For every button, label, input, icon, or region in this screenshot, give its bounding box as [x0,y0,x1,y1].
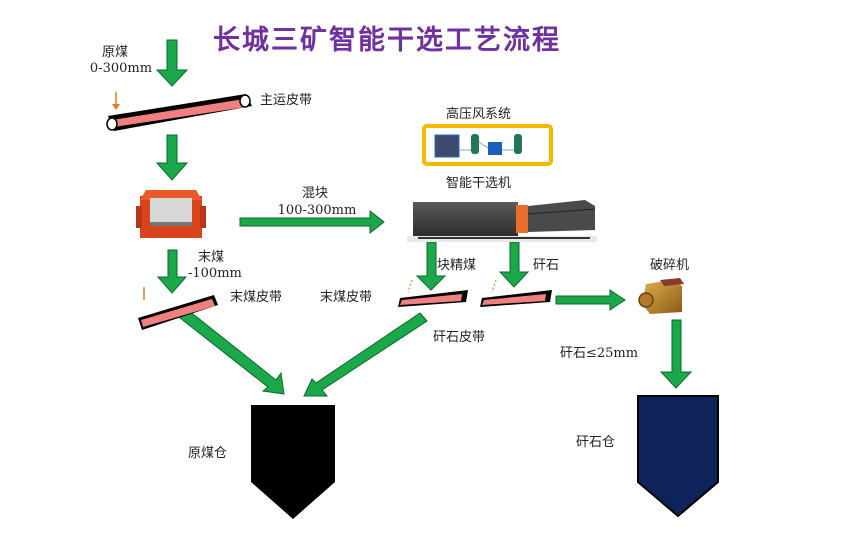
gangue-belt [480,279,552,307]
arrow-crusher-to-gangue-bin [659,319,693,389]
label-raw-coal-size: 0-300mm [89,61,153,76]
high-pressure-air-system [422,124,553,166]
label-clean-lump: 块精煤 [437,258,477,273]
label-gangue: 矸石 [533,258,560,273]
fines-conveyor-belt-left [138,287,218,330]
label-air-system: 高压风系统 [446,107,512,122]
label-gangue-size: 矸石≤25mm [560,346,639,361]
arrow-sorter-to-clean-belt [415,241,447,291]
label-fines-belt-left: 末煤皮带 [230,290,283,305]
label-sorter: 智能干选机 [446,176,512,191]
clean-lump-belt [398,279,468,307]
main-conveyor-belt [106,92,252,131]
screen-machine-image [136,190,206,238]
crusher-image [638,278,684,314]
label-raw-coal-bin: 原煤仓 [188,446,228,461]
arrow-raw-to-main-belt [155,39,189,87]
diagram-title: 长城三矿智能干选工艺流程 [213,25,561,56]
arrow-gangue-belt-to-crusher [555,289,626,311]
gangue-bin [637,395,719,518]
label-raw-coal: 原煤 [101,45,128,60]
label-crusher: 破碎机 [650,258,690,273]
label-main-belt: 主运皮带 [260,93,313,108]
label-fines: 末煤 [198,250,225,265]
label-gangue-bin: 矸石仓 [576,435,616,450]
label-lump-size: 100-300mm [277,203,357,218]
arrow-screen-to-fines-belt [156,249,188,294]
label-fines-size: -100mm [188,266,242,281]
label-lump: 混块 [301,186,328,201]
arrow-fines-belt2-to-raw-bin [303,312,428,397]
arrow-fines-belt-to-raw-bin [179,309,285,395]
label-gangue-belt: 矸石皮带 [433,330,486,345]
label-fines-belt-right: 末煤皮带 [320,290,373,305]
arrow-main-belt-to-screen [155,134,189,181]
intelligent-dry-sorter-image [407,200,597,242]
arrow-sorter-to-gangue-belt [498,241,530,288]
raw-coal-bin [251,405,335,519]
arrow-screen-to-sorter [239,209,385,235]
